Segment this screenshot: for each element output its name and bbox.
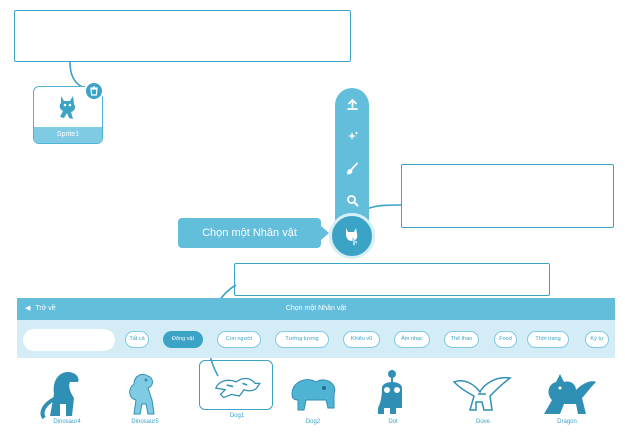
sprite-tile-2[interactable]: Dog1 [199, 360, 273, 419]
category-chip-4[interactable]: Khiêu vũ [343, 331, 380, 348]
choose-sprite-tooltip: Chọn một Nhân vật [178, 218, 321, 248]
sprite-tile-name-0: Dinosaur4 [53, 419, 81, 425]
sprite-thumbnail [34, 87, 102, 127]
category-chip-6[interactable]: Thể thao [444, 331, 479, 348]
sprite-name: Sprite1 [34, 127, 102, 143]
sprite-tile-name-3: Dog2 [305, 419, 321, 425]
sprite-tile-3[interactable]: Dog2 [276, 364, 350, 430]
callout-box-middle [234, 263, 550, 296]
sprite-tile-name-6: Dragon [557, 419, 577, 425]
sprite-image-6 [544, 374, 596, 414]
paint-icon [346, 162, 358, 174]
sprite-tile-0[interactable]: Dinosaur4 [30, 364, 104, 430]
library-header: Chọn một Nhân vật ◀ Trở về [17, 298, 615, 320]
category-chip-7[interactable]: Food [494, 331, 517, 348]
cat-sprite-icon [59, 96, 75, 119]
menu-item-surprise[interactable] [335, 124, 369, 148]
sprite-tile-name-4: Dot [388, 419, 398, 425]
library-title: Chọn một Nhân vật [285, 305, 347, 312]
menu-item-upload[interactable] [335, 92, 369, 116]
sprite-tile-5[interactable]: Dove [446, 364, 520, 430]
category-chip-1[interactable]: Động vật [163, 331, 203, 348]
sprite-tile-name-5: Dove [475, 419, 490, 425]
search-icon [346, 194, 358, 206]
category-chip-0[interactable]: Tất cả [125, 331, 149, 348]
sprite-tile-6[interactable]: Dragon [530, 364, 604, 430]
trash-icon [90, 86, 98, 96]
category-chip-9[interactable]: Ký tự [585, 331, 609, 348]
sprite-tile-name-1: Dinosaur5 [131, 419, 159, 425]
back-button[interactable]: ◀ Trở về [25, 298, 56, 320]
menu-item-choose[interactable] [335, 188, 369, 212]
back-button-label: Trở về [35, 305, 56, 312]
menu-item-paint[interactable] [335, 156, 369, 180]
callout-box-right [401, 164, 614, 228]
sprite-image-0 [40, 372, 79, 420]
sprite-delete-button[interactable] [84, 81, 104, 101]
category-chip-3[interactable]: Tưởng tượng [275, 331, 329, 348]
sprite-tile-4[interactable]: Dot [356, 364, 430, 430]
category-chip-8[interactable]: Thời trang [527, 331, 569, 348]
back-arrow-icon: ◀ [25, 305, 31, 312]
cat-icon [346, 228, 358, 247]
search-input[interactable] [23, 329, 115, 351]
callout-box-top [14, 10, 351, 62]
upload-icon [346, 98, 358, 110]
sprite-image-3 [291, 379, 336, 411]
sprite-image-2 [214, 377, 261, 399]
surprise-icon [347, 130, 358, 140]
sprite-image-1 [129, 373, 155, 415]
sprite-tile-1[interactable]: Dinosaur5 [108, 364, 182, 430]
sprite-image-5 [452, 376, 512, 411]
category-filter-bar: Tất cả Động vật Con người Tưởng tượng Khiêu … [17, 320, 615, 358]
sprite-image-4 [378, 370, 402, 414]
category-chip-2[interactable]: Con người [217, 331, 261, 348]
sprite-tile-name-2: Dog1 [229, 413, 245, 419]
tooltip-arrow [321, 226, 329, 240]
choose-sprite-button[interactable] [329, 213, 375, 259]
category-chip-5[interactable]: Âm nhạc [394, 331, 430, 348]
